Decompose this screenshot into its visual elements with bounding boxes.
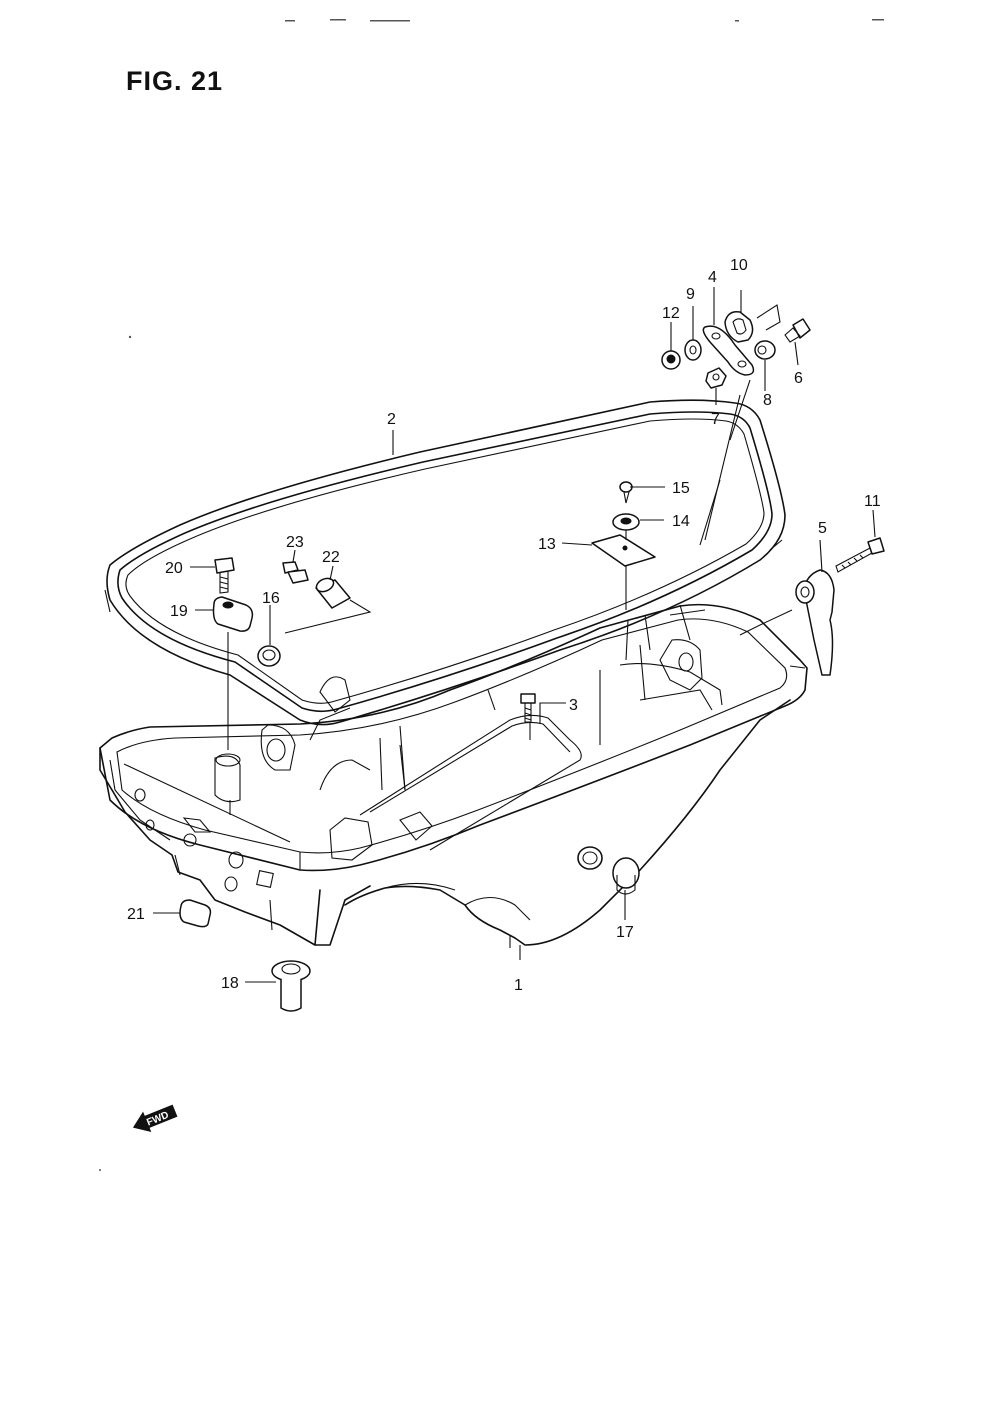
callout-8: 8 [763, 392, 772, 409]
leader-lines [153, 287, 876, 983]
screw-11 [835, 537, 885, 573]
nut-12 [661, 350, 681, 370]
washer-9 [684, 339, 702, 361]
callout-20: 20 [165, 560, 183, 577]
callout-10: 10 [730, 257, 748, 274]
callout-15: 15 [672, 480, 690, 497]
ring-10 [724, 310, 754, 343]
bolt-20 [214, 557, 235, 594]
screw-23 [282, 561, 309, 584]
callout-3: 3 [569, 697, 578, 714]
cap-21 [179, 899, 212, 928]
plug-17 [612, 857, 640, 895]
collar-8 [754, 340, 776, 360]
callout-4: 4 [708, 269, 717, 286]
callout-5: 5 [818, 520, 827, 537]
figure-title: FIG. 21 [126, 66, 224, 96]
callout-16: 16 [262, 590, 280, 607]
callout-22: 22 [322, 549, 340, 566]
fwd-direction-arrow-icon: FWD [132, 1104, 178, 1133]
grommet-16 [257, 645, 281, 667]
callout-2: 2 [387, 411, 396, 428]
bolt-6 [784, 318, 811, 343]
latch-5 [795, 569, 835, 676]
sleeve-22 [315, 577, 351, 609]
callout-7: 7 [711, 411, 720, 428]
bolt-3 [520, 693, 536, 723]
callout-6: 6 [794, 370, 803, 387]
plug-18 [271, 960, 311, 1012]
nut-7 [705, 367, 727, 389]
lower-cover [99, 603, 808, 948]
washer-14 [612, 513, 640, 531]
link-4 [702, 325, 755, 376]
callout-14: 14 [672, 513, 690, 530]
callout-11: 11 [864, 493, 881, 510]
plate-13 [591, 534, 656, 567]
callout-21: 21 [127, 906, 145, 923]
callout-1: 1 [514, 977, 523, 994]
fwd-label: FWD [145, 1110, 170, 1129]
callout-17: 17 [616, 924, 634, 941]
screw-15 [619, 481, 633, 504]
callout-18: 18 [221, 975, 239, 992]
callout-23: 23 [286, 534, 304, 551]
callout-13: 13 [538, 536, 556, 553]
callout-9: 9 [686, 286, 695, 303]
callout-19: 19 [170, 603, 188, 620]
callout-labels: 1 2 3 4 5 6 7 8 9 10 11 12 13 14 15 16 1… [127, 257, 881, 994]
bracket-19 [212, 596, 254, 632]
seal-ring [104, 399, 786, 726]
scan-specks [99, 19, 884, 1171]
callout-12: 12 [662, 305, 680, 322]
